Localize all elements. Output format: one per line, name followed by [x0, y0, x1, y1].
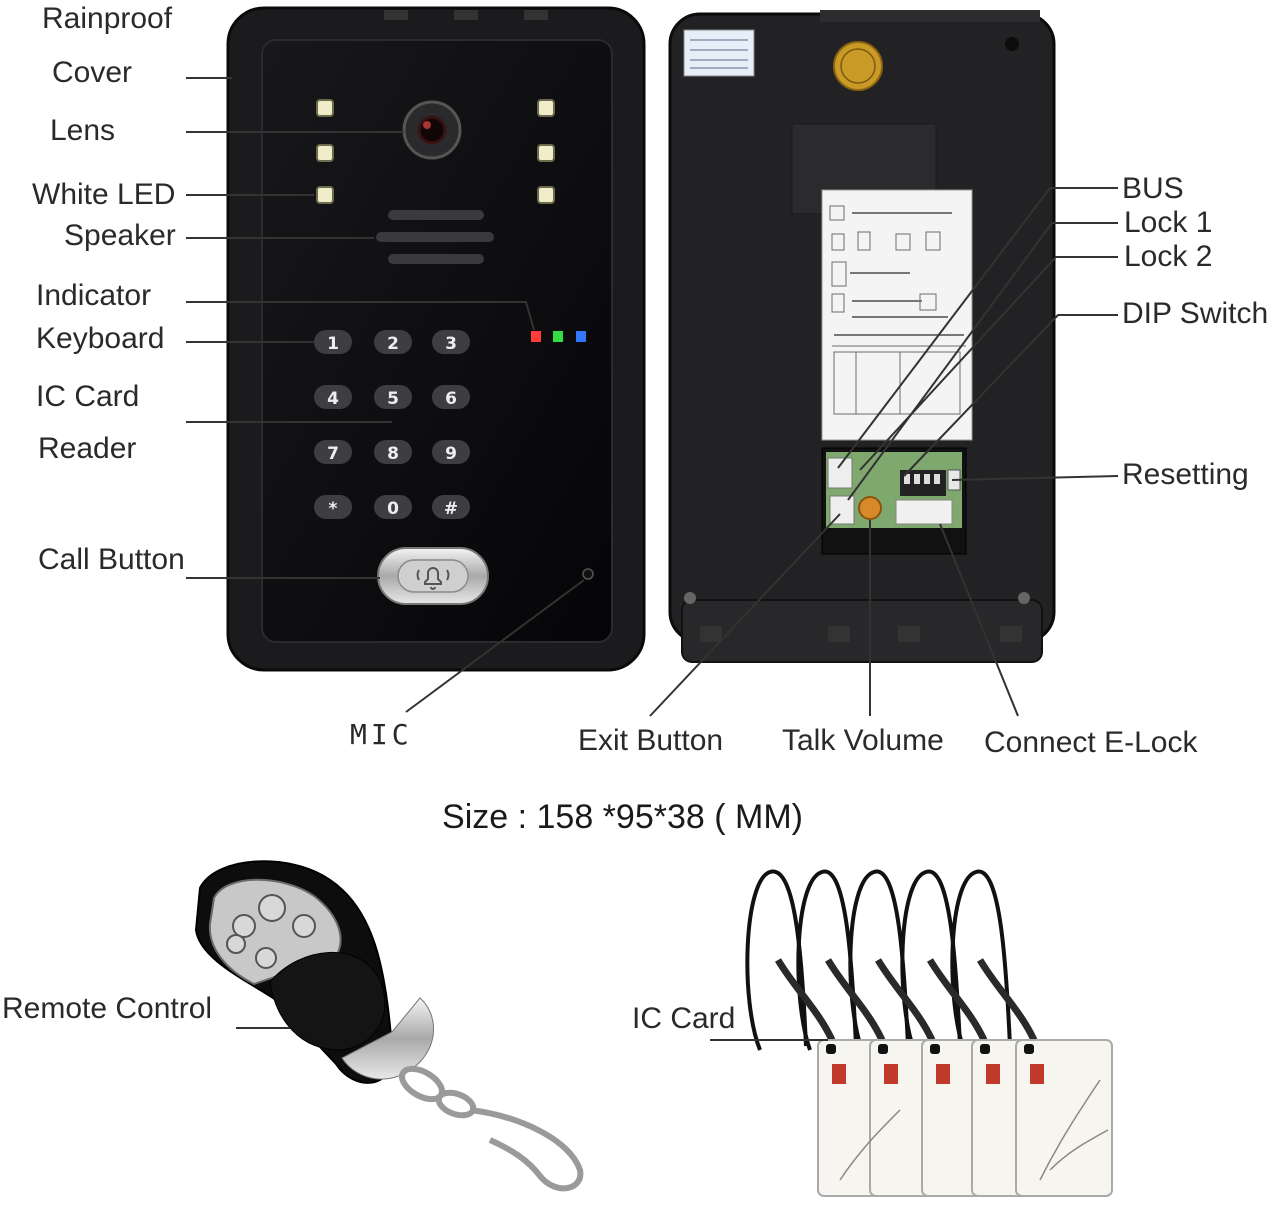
white-led-group — [316, 99, 555, 204]
back-outdoor-unit — [668, 10, 1056, 663]
leader-lines — [186, 77, 1119, 1041]
front-outdoor-unit: 1 2 3 4 5 6 7 8 9 * 0 # — [226, 6, 646, 672]
indicator-green — [553, 331, 563, 342]
bus-connector — [827, 457, 853, 489]
key-2[interactable]: 2 — [374, 330, 412, 354]
keypad: 1 2 3 4 5 6 7 8 9 * 0 # — [314, 330, 470, 519]
mic-hole — [582, 568, 594, 580]
key-8[interactable]: 8 — [374, 440, 412, 464]
label-connect-elock: Connect E-Lock — [984, 726, 1198, 759]
key-6[interactable]: 6 — [432, 385, 470, 409]
key-9-label: 9 — [445, 444, 457, 464]
remote-control-device — [194, 860, 584, 1192]
card-orchid-art — [839, 1079, 1109, 1181]
card-seal-stamps — [832, 1064, 1044, 1084]
label-speaker: Speaker — [64, 219, 176, 252]
key-0[interactable]: 0 — [374, 495, 412, 519]
label-ic-card: IC Card — [36, 380, 140, 413]
call-button[interactable] — [377, 547, 489, 605]
label-exit-button: Exit Button — [578, 724, 724, 757]
label-mic: MIC — [350, 718, 413, 751]
screw-hole — [1005, 37, 1019, 51]
key-7-label: 7 — [327, 444, 339, 464]
indicator-red — [531, 331, 541, 342]
key-9[interactable]: 9 — [432, 440, 470, 464]
certification-sticker — [683, 29, 755, 77]
remote-button-group — [226, 894, 316, 969]
label-keyboard: Keyboard — [36, 322, 165, 355]
label-lens: Lens — [50, 114, 116, 147]
bell-icon — [416, 567, 450, 590]
key-4-label: 4 — [327, 389, 339, 409]
label-indicator: Indicator — [36, 279, 152, 312]
key-hash[interactable]: # — [432, 495, 470, 519]
key-5[interactable]: 5 — [374, 385, 412, 409]
indicator-blue — [576, 331, 586, 342]
keyring — [399, 1065, 584, 1192]
label-reader: Reader — [38, 432, 137, 465]
label-dip-switch: DIP Switch — [1122, 297, 1269, 330]
label-talk-volume: Talk Volume — [782, 724, 944, 757]
ic-card-set — [745, 869, 1113, 1197]
dip-switch-block[interactable] — [900, 470, 946, 496]
key-6-label: 6 — [445, 389, 457, 409]
key-star-label: * — [329, 499, 338, 519]
label-lock-1: Lock 1 — [1124, 206, 1213, 239]
label-lock-2: Lock 2 — [1124, 240, 1213, 273]
key-1[interactable]: 1 — [314, 330, 352, 354]
size-caption: Size : 158 *95*38 ( MM) — [442, 798, 803, 836]
label-cover: Cover — [52, 56, 133, 89]
wiring-label — [821, 189, 973, 441]
key-0-label: 0 — [387, 499, 399, 519]
label-resetting: Resetting — [1122, 458, 1249, 491]
talk-volume-pot[interactable] — [858, 496, 882, 520]
key-3[interactable]: 3 — [432, 330, 470, 354]
label-call-button: Call Button — [38, 543, 185, 576]
speaker-grille — [376, 210, 494, 264]
ic-card-stack — [817, 1039, 1113, 1197]
label-rainproof: Rainproof — [42, 2, 173, 35]
elock-connector — [895, 499, 953, 525]
key-2-label: 2 — [387, 334, 399, 354]
key-7[interactable]: 7 — [314, 440, 352, 464]
label-bus: BUS — [1122, 172, 1184, 205]
key-hash-label: # — [444, 499, 458, 519]
label-white-led: White LED — [32, 178, 176, 211]
label-remote-control: Remote Control — [2, 992, 213, 1025]
key-1-label: 1 — [327, 334, 339, 354]
key-5-label: 5 — [387, 389, 399, 409]
key-8-label: 8 — [387, 444, 399, 464]
key-4[interactable]: 4 — [314, 385, 352, 409]
label-ic-card-tag: IC Card — [632, 1002, 736, 1035]
key-star[interactable]: * — [314, 495, 352, 519]
key-3-label: 3 — [445, 334, 457, 354]
